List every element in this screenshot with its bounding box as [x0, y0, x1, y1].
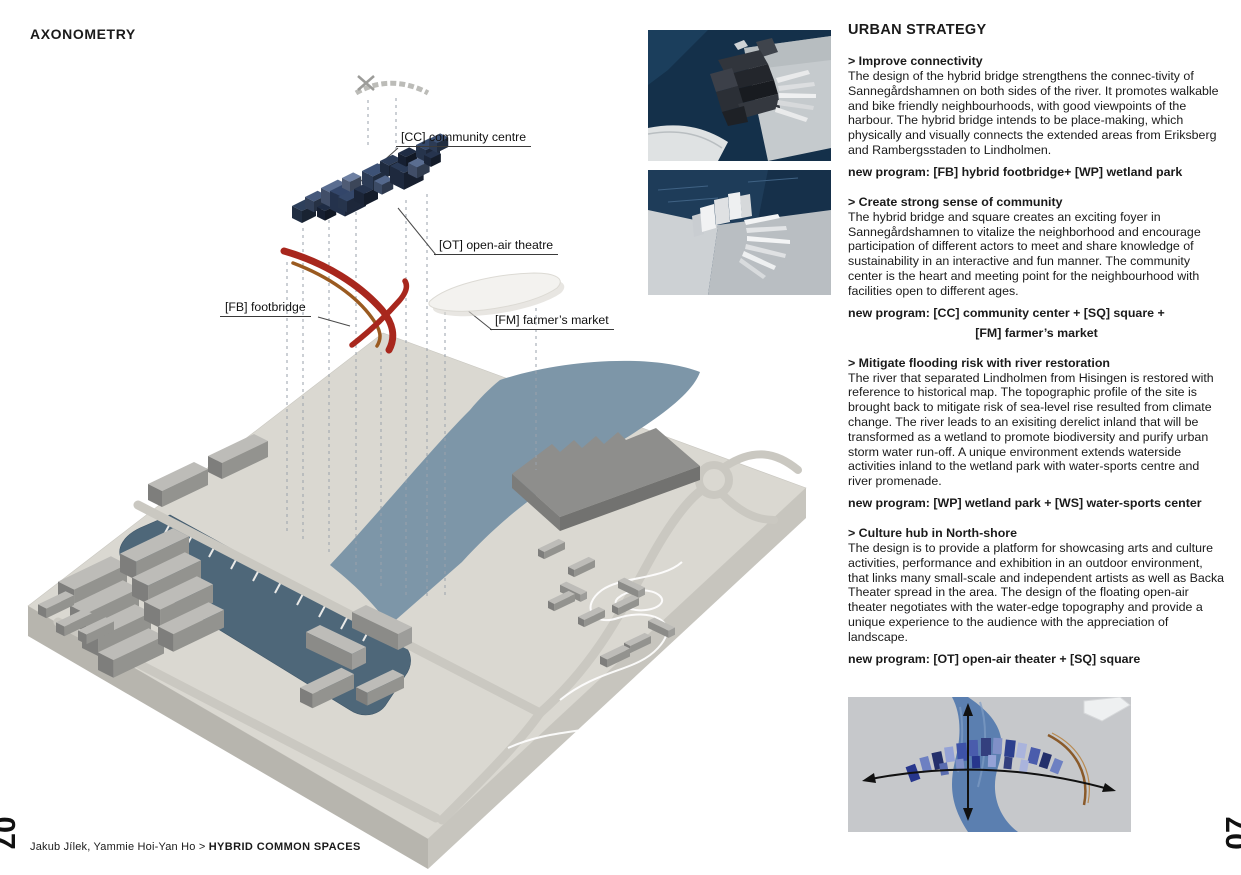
strategy-section-culture: > Culture hub in North-shore The design … — [848, 526, 1225, 667]
strategy-section-community: > Create strong sense of community The h… — [848, 195, 1225, 341]
large-building — [512, 428, 700, 531]
section-body: The hybrid bridge and square creates an … — [848, 209, 1201, 298]
label-community-centre: [CC] community centre — [396, 130, 532, 147]
bridge-render — [848, 697, 1131, 832]
section-heading: > Create strong sense of community — [848, 194, 1063, 209]
section-program-line2: [FM] farmer’s market — [975, 325, 1098, 340]
model-photo-1-art — [648, 30, 831, 161]
section-heading: > Culture hub in North-shore — [848, 525, 1017, 540]
footer-authors: Jakub Jílek, Yammie Hoi-Yan Ho > — [30, 841, 209, 853]
page-number-right: 07 — [1220, 816, 1241, 850]
model-photo-1 — [648, 30, 831, 161]
section-body: The design of the hybrid bridge strength… — [848, 69, 1219, 157]
urban-strategy-panel: URBAN STRATEGY > Improve connectivity Th… — [848, 22, 1225, 682]
section-heading: > Improve connectivity — [848, 54, 983, 68]
page-number-left: 07 — [0, 816, 21, 850]
buildings — [38, 428, 700, 709]
open-air-theatre-shape — [428, 272, 565, 317]
model-photo-2 — [648, 170, 831, 295]
strategy-section-connectivity: > Improve connectivity The design of the… — [848, 54, 1225, 180]
model-photo-2-art — [648, 170, 831, 295]
urban-strategy-title: URBAN STRATEGY — [848, 22, 987, 38]
page-title: AXONOMETRY — [30, 26, 136, 42]
label-open-air-theatre: [OT] open-air theatre — [434, 238, 559, 255]
footer-credit: Jakub Jílek, Yammie Hoi-Yan Ho > HYBRID … — [30, 841, 361, 853]
section-program: new program: [OT] open-air theater + [SQ… — [848, 651, 1141, 666]
section-heading: > Mitigate flooding risk with river rest… — [848, 355, 1110, 370]
leader-dashed-lines — [286, 98, 537, 600]
bridge-render-art — [848, 697, 1131, 832]
river — [330, 360, 700, 625]
direction-arrows — [862, 703, 1116, 821]
section-program: new program: [CC] community center + [SQ… — [848, 305, 1165, 320]
section-body: The river that separated Lindholmen from… — [848, 370, 1214, 489]
footbridge — [280, 247, 410, 354]
render-building-cluster — [905, 737, 1064, 783]
strategy-section-flooding: > Mitigate flooding risk with river rest… — [848, 356, 1225, 511]
section-program: new program: [FB] hybrid footbridge+ [WP… — [848, 164, 1183, 179]
axonometric-drawing — [27, 75, 807, 869]
bridge-antenna — [354, 75, 430, 96]
label-footbridge: [FB] footbridge — [220, 300, 311, 317]
section-body: The design is to provide a platform for … — [848, 540, 1225, 644]
label-farmers-market: [FM] farmer’s market — [490, 313, 614, 330]
section-program: new program: [WP] wetland park + [WS] wa… — [848, 495, 1202, 510]
harbour-piers — [164, 519, 371, 642]
render-theatre-shape — [1083, 697, 1131, 722]
footer-project-title: HYBRID COMMON SPACES — [208, 841, 361, 853]
render-bridge-arc — [1047, 732, 1090, 806]
